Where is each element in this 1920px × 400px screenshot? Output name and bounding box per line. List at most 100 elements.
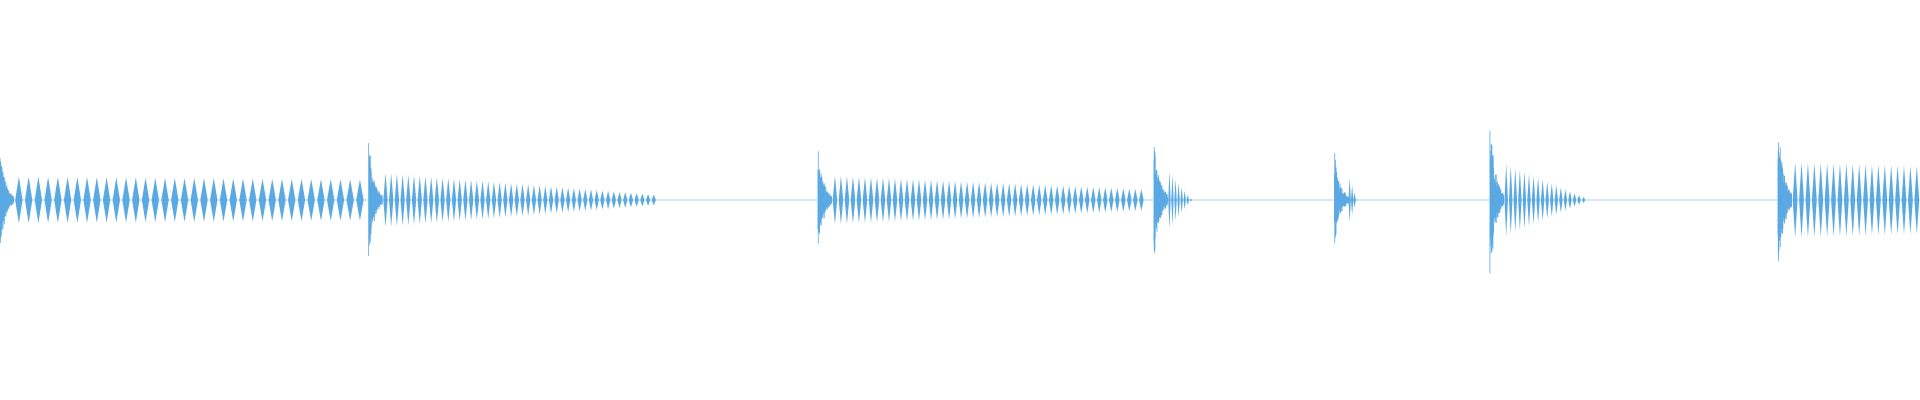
waveform-pulse bbox=[219, 178, 228, 222]
waveform-pulse bbox=[982, 182, 988, 218]
waveform-pulse bbox=[874, 177, 880, 223]
waveform-pulse bbox=[1018, 183, 1024, 217]
waveform-pulse bbox=[1171, 175, 1174, 225]
waveform-pulse bbox=[1090, 186, 1096, 214]
waveform-pulse bbox=[634, 193, 639, 207]
waveform-pulse bbox=[1060, 185, 1066, 215]
waveform-pulse bbox=[651, 194, 656, 206]
waveform-pulse bbox=[1024, 184, 1030, 216]
waveform-pulse bbox=[1518, 169, 1522, 231]
waveform-burst bbox=[1489, 130, 1586, 274]
waveform-pulse bbox=[571, 188, 577, 212]
waveform-pulse bbox=[1907, 165, 1913, 235]
waveform-pulse bbox=[526, 184, 531, 216]
waveform-pulse bbox=[964, 181, 970, 219]
waveform-pulse bbox=[832, 175, 838, 225]
waveform-pulse bbox=[151, 177, 159, 223]
waveform-burst bbox=[368, 143, 656, 256]
waveform-pulse bbox=[1072, 186, 1078, 214]
waveform-pulse bbox=[1805, 162, 1811, 238]
waveform-pulse bbox=[171, 177, 179, 223]
waveform-pulse bbox=[1577, 195, 1581, 205]
waveform-transient bbox=[1777, 142, 1792, 262]
waveform-pulse bbox=[1121, 188, 1126, 212]
waveform-pulse bbox=[1914, 165, 1920, 235]
waveform-burst bbox=[1334, 153, 1359, 244]
waveform-pulse bbox=[594, 190, 599, 210]
waveform-pulse bbox=[1504, 164, 1508, 236]
waveform-pulse bbox=[862, 177, 868, 223]
waveform-pulse bbox=[161, 177, 169, 223]
waveform-pulse bbox=[868, 177, 874, 223]
waveform-pulse bbox=[531, 184, 537, 216]
waveform-pulse bbox=[468, 179, 474, 221]
waveform-pulse bbox=[1527, 173, 1531, 227]
waveform-pulse bbox=[229, 178, 237, 222]
waveform-pulse bbox=[1066, 185, 1072, 215]
waveform-pulse bbox=[141, 177, 150, 223]
waveform-pulse bbox=[336, 179, 345, 221]
waveform-pulse bbox=[457, 178, 462, 222]
waveform-pulse bbox=[988, 182, 994, 218]
waveform-pulse bbox=[838, 175, 844, 225]
waveform-pulse bbox=[63, 177, 72, 223]
waveform-pulse bbox=[288, 178, 296, 222]
waveform-pulse bbox=[910, 179, 916, 221]
waveform-pulse bbox=[548, 186, 554, 214]
waveform-pulse bbox=[417, 175, 422, 225]
waveform-pulse bbox=[1522, 171, 1527, 229]
waveform-pulse bbox=[1355, 199, 1359, 201]
waveform-pulse bbox=[44, 176, 52, 224]
waveform-bursts bbox=[0, 130, 1920, 274]
waveform-pulse bbox=[428, 176, 434, 224]
waveform-pulse bbox=[1042, 184, 1048, 216]
waveform-pulse bbox=[446, 178, 451, 222]
waveform-pulse bbox=[560, 187, 565, 213]
waveform-pulse bbox=[1818, 163, 1824, 237]
waveform-pulse bbox=[856, 176, 862, 224]
waveform-pulse bbox=[1189, 198, 1192, 202]
waveform-pulse bbox=[880, 177, 886, 223]
waveform-pulse bbox=[565, 187, 571, 213]
waveform-pulse bbox=[628, 192, 634, 208]
waveform-pulse bbox=[850, 176, 856, 224]
waveform-pulse bbox=[1824, 163, 1830, 237]
waveform-pulse bbox=[1168, 171, 1171, 229]
waveform-transient bbox=[368, 143, 383, 256]
waveform-pulse bbox=[326, 179, 335, 221]
waveform-pulse bbox=[623, 192, 628, 208]
waveform-pulse bbox=[640, 193, 645, 207]
waveform-pulse bbox=[940, 180, 946, 220]
waveform-pulse bbox=[600, 190, 605, 210]
waveform-transient bbox=[0, 157, 15, 243]
waveform-pulse bbox=[1559, 187, 1563, 213]
waveform-pulse bbox=[1186, 194, 1189, 206]
waveform-pulse bbox=[537, 185, 542, 215]
waveform-pulse bbox=[1856, 164, 1862, 236]
waveform-pulse bbox=[1554, 185, 1559, 215]
waveform-pulse bbox=[15, 176, 23, 224]
waveform-pulse bbox=[1581, 197, 1586, 203]
waveform-pulse bbox=[1102, 187, 1108, 213]
waveform-pulse bbox=[73, 177, 82, 223]
waveform-pulse bbox=[1174, 179, 1177, 221]
waveform-pulse bbox=[1799, 162, 1804, 238]
waveform-pulse bbox=[268, 178, 276, 222]
waveform-pulse bbox=[994, 182, 1000, 218]
waveform-pulse bbox=[1869, 164, 1875, 236]
waveform-pulse bbox=[1572, 193, 1577, 207]
waveform-pulse bbox=[389, 173, 394, 227]
waveform-pulse bbox=[383, 173, 388, 227]
waveform-pulse bbox=[1084, 186, 1090, 214]
waveform-pulse bbox=[122, 177, 130, 223]
waveform-pulse bbox=[1875, 164, 1881, 236]
waveform-pulse bbox=[508, 183, 514, 217]
waveform-pulse bbox=[440, 177, 445, 223]
waveform-pulse bbox=[1054, 185, 1060, 215]
waveform-pulse bbox=[1540, 179, 1545, 221]
waveform-pulse bbox=[1831, 163, 1836, 237]
waveform-burst bbox=[1153, 147, 1192, 254]
waveform-pulse bbox=[406, 174, 411, 226]
waveform-pulse bbox=[480, 180, 485, 220]
